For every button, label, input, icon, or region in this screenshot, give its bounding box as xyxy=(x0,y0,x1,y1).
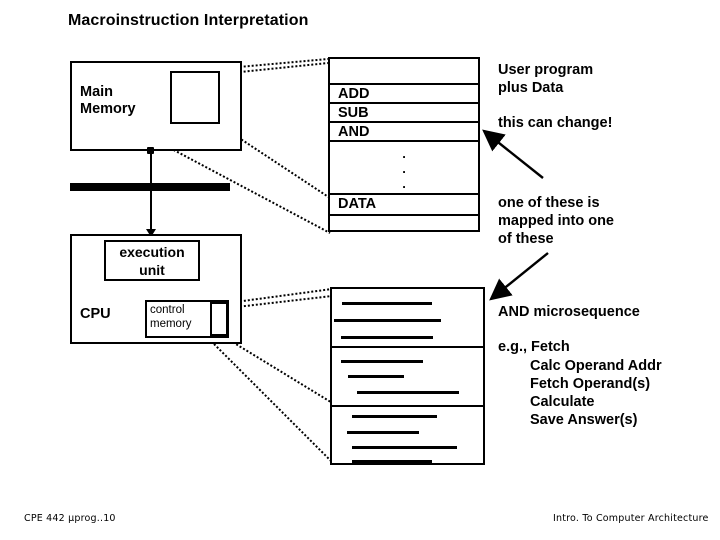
microcode-text-line xyxy=(341,360,423,363)
microcode-text-line xyxy=(347,431,419,434)
note-and-microsequence: AND microsequence xyxy=(498,304,640,320)
note-this-can-change: this can change! xyxy=(498,115,613,131)
instruction-row-label: AND xyxy=(338,124,370,140)
note-user-program: User program plus Data xyxy=(498,62,594,96)
microcode-text-line xyxy=(334,319,441,322)
microcode-text-line xyxy=(352,460,432,463)
instruction-row-and: AND xyxy=(328,123,480,142)
microcode-text-line xyxy=(348,375,404,378)
microcode-text-line xyxy=(352,446,457,449)
cpu-label: CPU xyxy=(80,306,111,322)
footer-right: Intro. To Computer Architecture xyxy=(553,513,709,524)
instruction-ellipsis-dots: . . . xyxy=(402,146,406,191)
note-one-of-these-mapping: one of these is mapped into one of these xyxy=(498,195,614,247)
instruction-row-sub: SUB xyxy=(328,104,480,123)
bus-to-cpu-line xyxy=(150,189,152,233)
control-memory-label: control memory xyxy=(150,304,192,330)
instruction-row xyxy=(328,57,480,85)
main-memory-label: Main Memory xyxy=(80,84,136,117)
execution-unit-label: execution unit xyxy=(119,244,185,278)
note-fetch-steps: Calc Operand Addr Fetch Operand(s) Calcu… xyxy=(530,358,662,428)
microcode-text-line xyxy=(341,336,433,339)
microcode-section-divider xyxy=(330,346,485,348)
microcode-text-line xyxy=(352,415,437,418)
instruction-row-add: ADD xyxy=(328,85,480,104)
instruction-row-label: ADD xyxy=(338,86,370,102)
footer-left: CPE 442 µprog..10 xyxy=(24,513,116,524)
bus-junction-dot xyxy=(147,183,154,190)
memory-to-bus-line xyxy=(150,150,152,189)
control-memory-region-highlight xyxy=(210,302,228,336)
memory-bus-junction-dot xyxy=(147,147,154,154)
microcode-section-divider xyxy=(330,405,485,407)
bus-to-cpu-arrowhead xyxy=(146,229,156,237)
instruction-row-data: DATA xyxy=(328,195,480,216)
microcode-text-line xyxy=(342,302,432,305)
arrow-to-and-row xyxy=(482,129,544,179)
slide-title: Macroinstruction Interpretation xyxy=(68,12,309,29)
instruction-row-label: DATA xyxy=(338,196,377,212)
instruction-row-ellipsis xyxy=(328,142,480,195)
arrow-to-microcode-box xyxy=(489,252,549,301)
instruction-memory-box xyxy=(328,57,480,232)
note-eg-fetch: e.g., Fetch xyxy=(498,339,570,355)
microcode-text-line xyxy=(357,391,459,394)
instruction-row-label: SUB xyxy=(338,105,369,121)
execution-unit-box xyxy=(104,240,200,281)
memory-region-highlight xyxy=(170,71,220,124)
